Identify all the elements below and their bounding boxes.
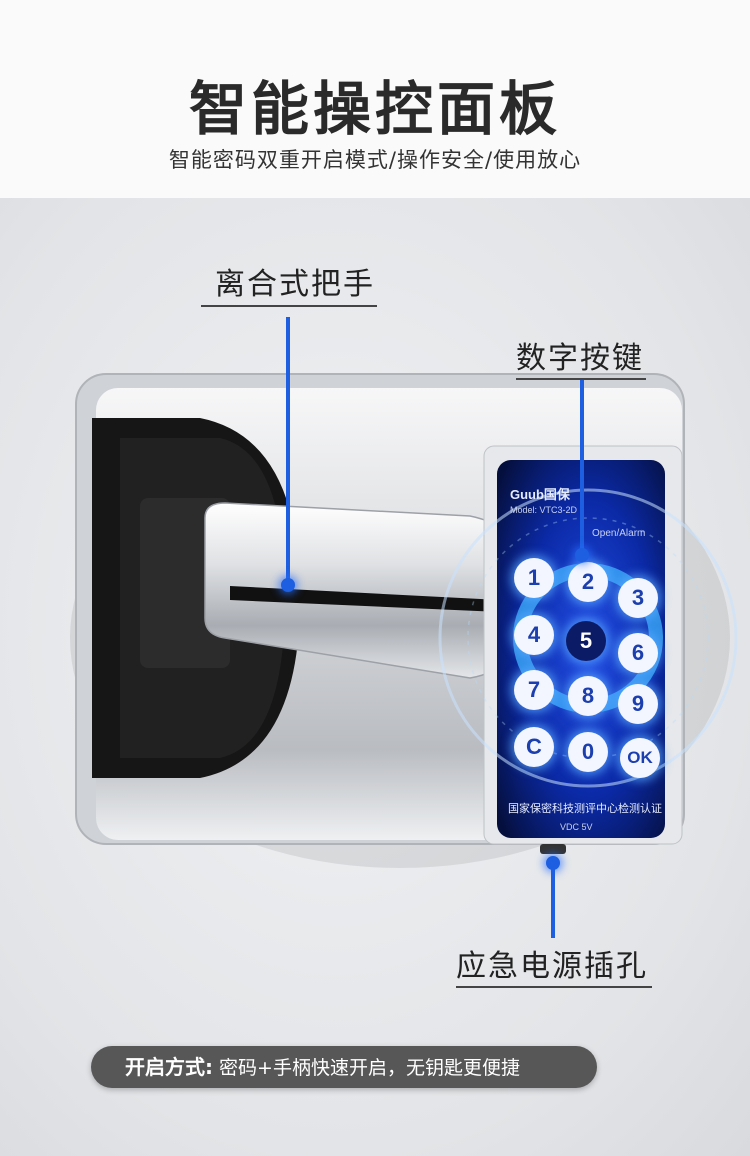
voltage-label: VDC 5V <box>560 822 593 832</box>
key-ok[interactable]: OK <box>620 738 660 778</box>
callout-port-label: 应急电源插孔 <box>456 949 648 984</box>
key-clear[interactable]: C <box>514 727 554 767</box>
key-9[interactable]: 9 <box>618 684 658 724</box>
key-6[interactable]: 6 <box>618 633 658 673</box>
key-8[interactable]: 8 <box>568 676 608 716</box>
callout-port-pointer <box>551 866 555 938</box>
key-3[interactable]: 3 <box>618 578 658 618</box>
certification-label: 国家保密科技测评中心检测认证 <box>508 803 662 815</box>
opening-method-lead: 开启方式: <box>125 1055 213 1079</box>
callout-handle-dot <box>281 578 295 592</box>
callout-handle-underline <box>201 305 377 307</box>
callout-keypad-dot <box>575 548 589 562</box>
key-0[interactable]: 0 <box>568 732 608 772</box>
brand-logo: Guub国保 <box>510 487 570 502</box>
opening-method-banner: 开启方式: 密码+手柄快速开启，无钥匙更便捷 <box>91 1046 597 1088</box>
header-band: 智能操控面板 智能密码双重开启模式/操作安全/使用放心 <box>0 0 750 198</box>
page-title: 智能操控面板 <box>188 75 561 143</box>
key-4[interactable]: 4 <box>514 615 554 655</box>
callout-handle-pointer <box>286 317 290 582</box>
callout-port-dot <box>546 856 560 870</box>
key-1[interactable]: 1 <box>514 558 554 598</box>
opening-method-text: 密码+手柄快速开启，无钥匙更便捷 <box>219 1057 520 1079</box>
key-7[interactable]: 7 <box>514 670 554 710</box>
callout-keypad-pointer <box>580 380 584 553</box>
key-2[interactable]: 2 <box>568 562 608 602</box>
power-port <box>540 844 566 854</box>
page-subtitle: 智能密码双重开启模式/操作安全/使用放心 <box>168 148 582 172</box>
model-label: Model: VTC3-2D <box>510 505 578 515</box>
callout-keypad-label: 数字按键 <box>516 341 644 376</box>
key-5[interactable]: 5 <box>566 621 606 661</box>
callout-keypad-underline <box>516 378 646 380</box>
callout-handle-label: 离合式把手 <box>215 267 375 302</box>
lock-illustration <box>70 373 738 868</box>
callout-port-underline <box>456 986 652 988</box>
screen-arc-label: Open/Alarm <box>592 528 646 539</box>
